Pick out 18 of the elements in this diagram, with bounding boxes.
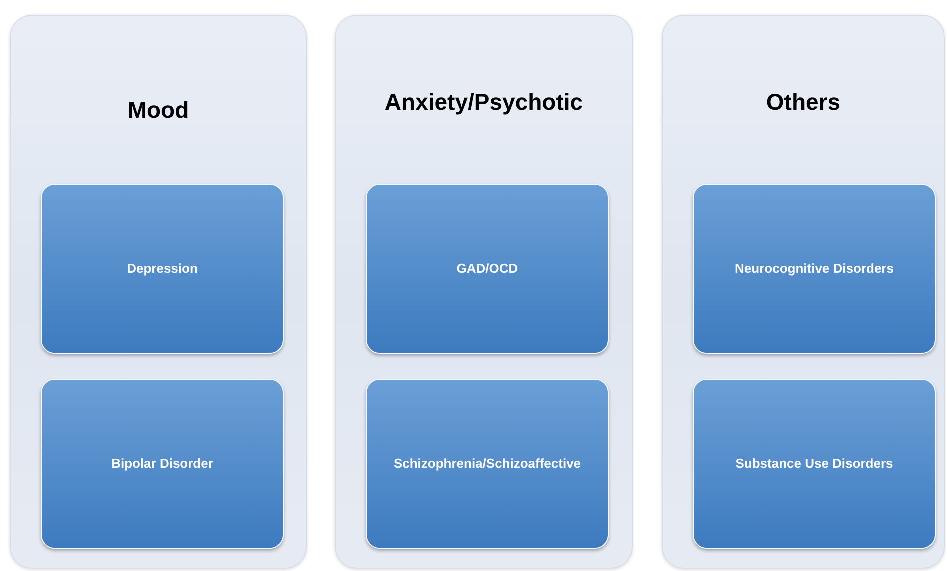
disorder-box (41, 184, 284, 354)
disorder-box (41, 379, 284, 549)
category-panel (662, 15, 945, 569)
disorder-box (693, 379, 936, 549)
category-panel (10, 15, 307, 569)
disorder-box (693, 184, 936, 354)
category-panel (335, 15, 633, 569)
box-label: Substance Use Disorders (736, 455, 894, 474)
disorder-box (366, 379, 609, 549)
box-label: Bipolar Disorder (112, 455, 214, 474)
panel-heading: Mood (126, 96, 190, 125)
panel-heading: Anxiety/Psychotic (384, 88, 584, 117)
box-label: Neurocognitive Disorders (735, 260, 894, 278)
box-label: Schizophrenia/Schizoaffective (394, 455, 582, 474)
disorder-box (366, 184, 609, 354)
panel-heading: Others (765, 88, 842, 117)
box-label: GAD/OCD (456, 260, 518, 278)
box-label: Depression (127, 260, 198, 278)
